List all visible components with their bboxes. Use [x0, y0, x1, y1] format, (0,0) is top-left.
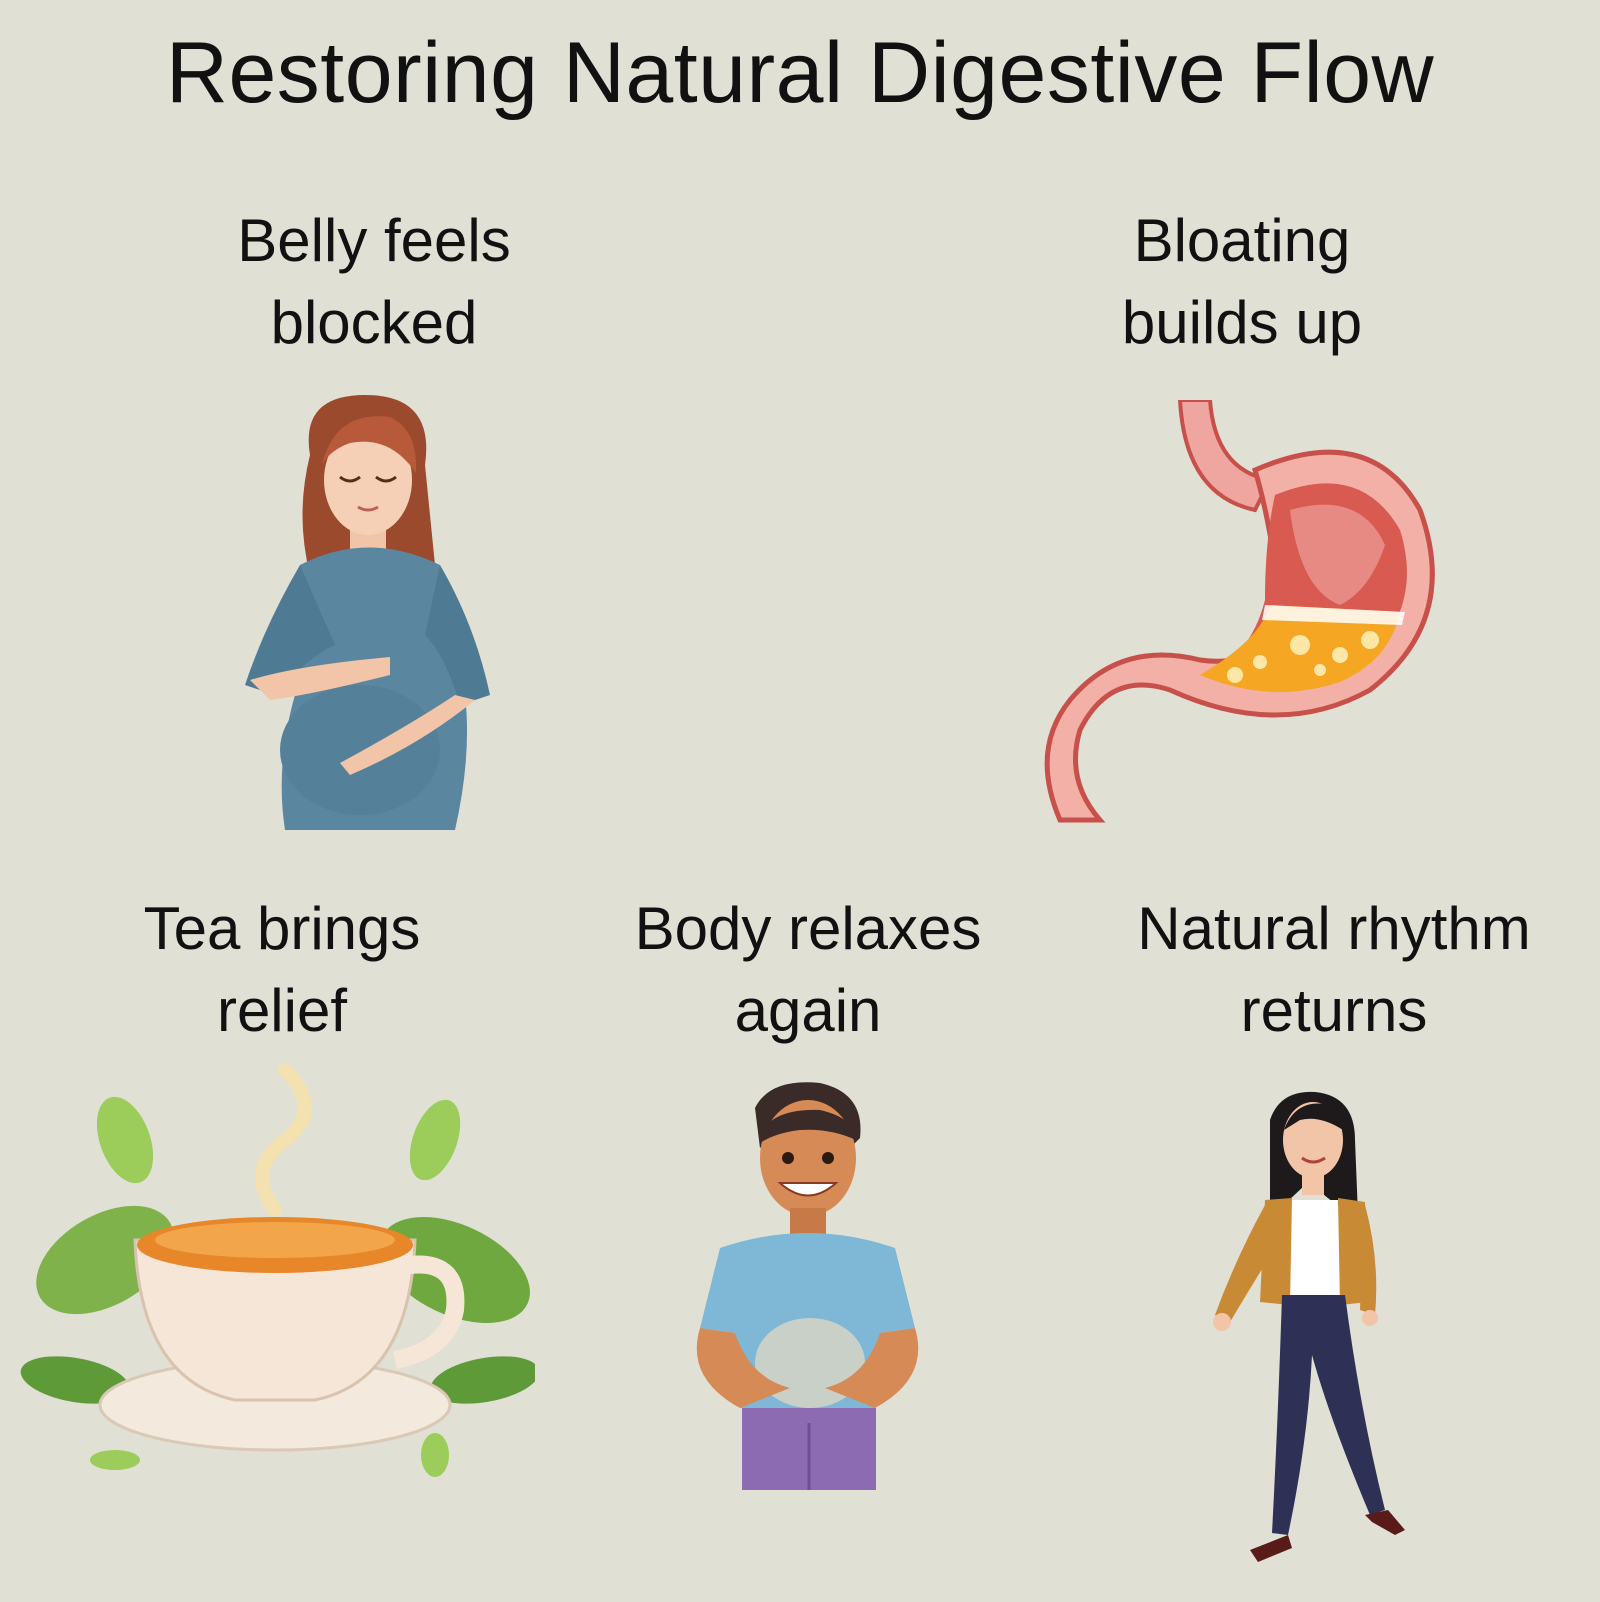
stomach-icon — [1040, 400, 1450, 825]
step-caption-belly-blocked: Belly feels blocked — [237, 200, 510, 364]
relaxed-man-icon — [680, 1078, 935, 1490]
caption-line-2: relief — [216, 977, 348, 1044]
caption-line-1: Natural rhythm — [1137, 895, 1531, 962]
caption-line-1: Body relaxes — [634, 895, 982, 962]
pregnant-woman-icon — [240, 395, 510, 830]
caption-line-1: Bloating — [1133, 207, 1351, 274]
caption-line-2: again — [734, 977, 882, 1044]
caption-line-1: Tea brings — [143, 895, 421, 962]
step-caption-rhythm-returns: Natural rhythm returns — [1137, 888, 1530, 1052]
walking-woman-icon — [1210, 1090, 1430, 1572]
caption-line-2: builds up — [1121, 289, 1363, 356]
step-caption-body-relaxes: Body relaxes again — [635, 888, 982, 1052]
caption-line-1: Belly feels — [237, 207, 511, 274]
caption-line-2: blocked — [270, 289, 478, 356]
tea-cup-icon — [15, 1050, 535, 1490]
step-caption-bloating: Bloating builds up — [1122, 200, 1362, 364]
step-caption-tea-relief: Tea brings relief — [144, 888, 421, 1052]
caption-line-2: returns — [1240, 977, 1428, 1044]
page-title: Restoring Natural Digestive Flow — [165, 25, 1435, 121]
